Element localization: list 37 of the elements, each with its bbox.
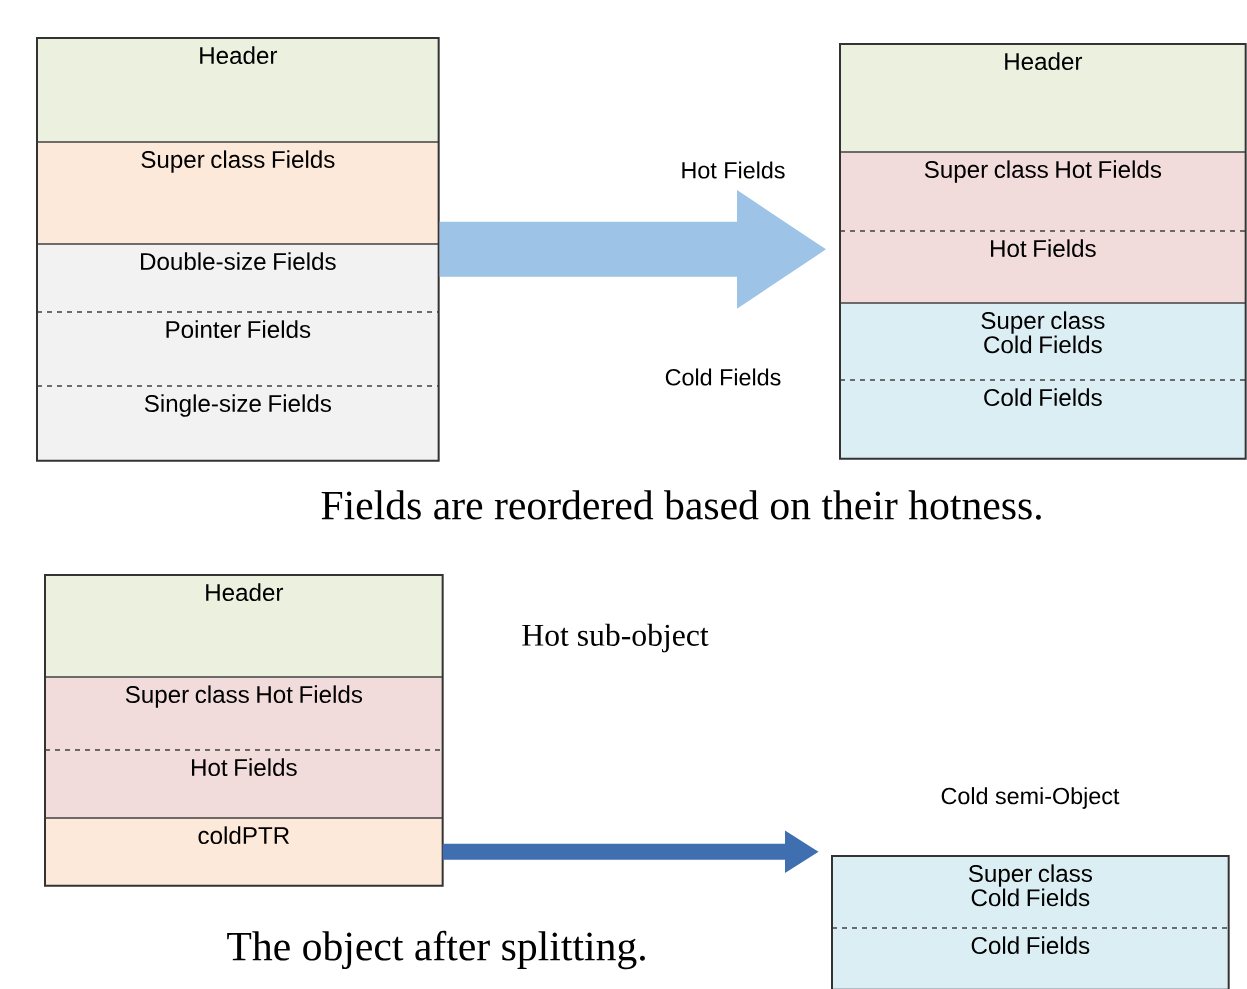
label: Fields are reordered based on their hotness. (321, 490, 1041, 520)
field-section: Header (840, 44, 1246, 153)
field-section: Super class Cold Fields (840, 303, 1246, 381)
label: Cold Fields (665, 368, 781, 386)
label: Cold semi-Object (941, 787, 1120, 809)
node-label: Cold Fields (984, 388, 1102, 407)
label: The object after splitting. (227, 930, 645, 970)
label: Hot Fields (682, 161, 785, 179)
field-section: Super class Hot Fields (45, 677, 443, 751)
field-section: Header (37, 38, 439, 143)
object-box (839, 43, 1247, 460)
object-box (44, 574, 444, 887)
field-section: Cold Fields (840, 380, 1246, 459)
field-section: Super class Fields (37, 142, 439, 245)
node-label: Hot Fields (991, 239, 1096, 258)
node-label: Super class Cold Fields (981, 311, 1105, 354)
node-label: Cold Fields (971, 936, 1090, 955)
field-section: Cold Fields (832, 928, 1229, 989)
node-label: Super class Hot Fields (125, 685, 363, 708)
field-section: Hot Fields (840, 231, 1246, 304)
field-section: coldPTR (45, 818, 443, 886)
field-section: Pointer Fields (37, 312, 439, 387)
node-label: Single-size Fields (144, 394, 332, 417)
object-box (831, 855, 1230, 989)
node-label: Double-size Fields (141, 252, 336, 271)
node-label: Super class Hot Fields (924, 160, 1162, 183)
object-box (36, 37, 440, 462)
field-section: Super class Hot Fields (840, 152, 1246, 232)
node-label: Pointer Fields (166, 320, 311, 339)
field-section: Header (45, 575, 443, 678)
node-label: Super class Cold Fields (968, 864, 1092, 907)
field-section: Hot Fields (45, 750, 443, 819)
label: Hot sub-object (522, 623, 709, 653)
field-section: Super class Cold Fields (832, 856, 1229, 929)
field-section: Single-size Fields (37, 386, 439, 461)
node-label: Hot Fields (192, 758, 297, 777)
field-section: Double-size Fields (37, 244, 439, 313)
